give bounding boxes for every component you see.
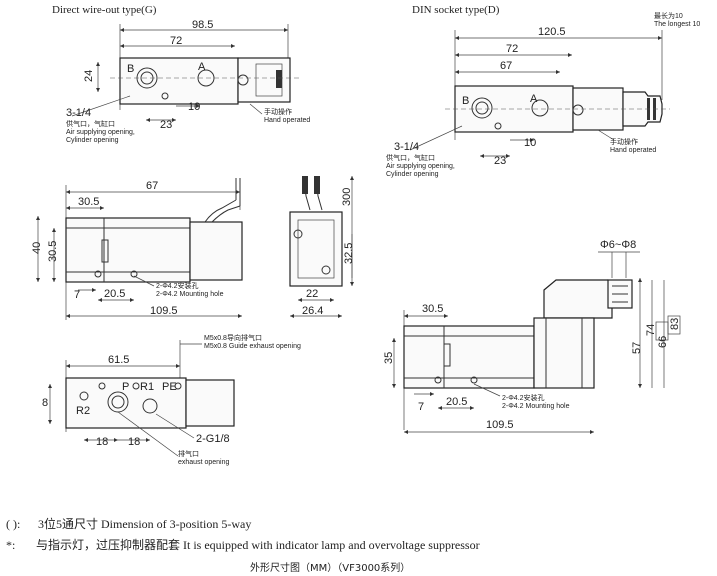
view-direct-wire-top: Direct wire-out type(G) 98.5 72 24 B A 1…	[52, 4, 310, 144]
view-bottom-ports: 61.5 M5x0.8导向排气口 M5x0.8 Guide exhaust op…	[42, 333, 301, 466]
note2: 与指示灯，过压抑制器配套 It is equipped with indicat…	[36, 537, 480, 552]
dim-b18a: 18	[96, 436, 108, 448]
din-supply-cn: 供气口，气缸口	[386, 153, 435, 162]
view-end-g: 300 32.5 22 26.4	[289, 175, 355, 319]
port-g18: 2-G1/8	[196, 433, 230, 445]
dim-s7: 7	[74, 289, 80, 301]
dim-s20-5: 20.5	[104, 288, 125, 300]
longest-cn: 最长为10	[654, 11, 683, 20]
dim-s30-5v: 30.5	[47, 241, 59, 262]
direct-wire-title: Direct wire-out type(G)	[52, 4, 157, 16]
port-b-label: B	[127, 63, 134, 75]
notes: ( ): 3位5通尺寸 Dimension of 3-position 5-wa…	[6, 516, 480, 574]
dim-r57: 57	[631, 342, 643, 354]
dim-r83: 83	[669, 318, 681, 330]
dim-r66: 66	[657, 336, 669, 348]
port-a-label: A	[198, 61, 206, 73]
dim-e300: 300	[341, 188, 353, 206]
exh-cn: 排气口	[178, 449, 199, 458]
dim-67: 67	[500, 60, 512, 72]
dim-23: 23	[160, 119, 172, 131]
dim-d10: 10	[524, 137, 536, 149]
dim-r20-5: 20.5	[446, 396, 467, 408]
dim-r30-5: 30.5	[422, 303, 443, 315]
view-din-side: Φ6~Φ8 30.5 35 57 74 66 83 7	[383, 239, 681, 435]
dim-d72: 72	[506, 43, 518, 55]
note2-prefix: *:	[6, 538, 15, 552]
m5-en: M5x0.8 Guide exhaust opening	[204, 343, 301, 350]
port-r1: R1	[140, 381, 154, 393]
din-port-b: B	[462, 95, 469, 107]
din-hand-cn: 手动操作	[610, 137, 638, 146]
view-din-top: DIN socket type(D) 最长为10 The longest 10 …	[386, 4, 700, 178]
dim-98-5: 98.5	[192, 19, 213, 31]
dim-b18b: 18	[128, 436, 140, 448]
dim-b8: 8	[42, 397, 48, 409]
hole-cn: 2-Φ4.2安装孔	[156, 281, 199, 290]
dim-s67: 67	[146, 180, 158, 192]
dim-s109-5: 109.5	[150, 305, 178, 317]
note1: 3位5通尺寸 Dimension of 3-position 5-way	[38, 516, 251, 531]
dim-s40: 40	[31, 242, 43, 254]
din-hand-en: Hand operated	[610, 147, 656, 154]
exh-en: exhaust opening	[178, 459, 229, 466]
dim-72: 72	[170, 35, 182, 47]
din-port-a: A	[530, 93, 538, 105]
dim-b61-5: 61.5	[108, 354, 129, 366]
port-size-label: 3-1/4	[66, 107, 91, 119]
dim-r74: 74	[645, 324, 657, 336]
port-p: P	[122, 381, 129, 393]
note1-prefix: ( ):	[6, 517, 20, 531]
r-hole-en: 2-Φ4.2 Mounting hole	[502, 403, 570, 410]
dim-s30-5: 30.5	[78, 196, 99, 208]
longest-en: The longest 10	[654, 21, 700, 28]
dim-r109-5: 109.5	[486, 419, 514, 431]
din-port-size: 3-1/4	[394, 141, 419, 153]
port-r2: R2	[76, 405, 90, 417]
supply-en1: Air supplying opening,	[66, 129, 135, 136]
r-hole-cn: 2-Φ4.2安装孔	[502, 393, 545, 402]
dim-r-phi: Φ6~Φ8	[600, 239, 636, 251]
din-supply-en2: Cylinder opening	[386, 171, 439, 178]
port-pe: PE	[162, 381, 177, 393]
view-side-middle: 67 30.5 40 30.5 7 20.5 109.5 2-Φ4.2安装孔 2…	[31, 178, 243, 320]
hand-en: Hand operated	[264, 117, 310, 124]
din-title: DIN socket type(D)	[412, 4, 500, 16]
hand-cn: 手动操作	[264, 107, 292, 116]
dim-10: 10	[188, 101, 200, 113]
supply-en2: Cylinder opening	[66, 137, 119, 144]
dim-r7: 7	[418, 401, 424, 413]
m5-cn: M5x0.8导向排气口	[204, 333, 262, 342]
dim-e22: 22	[306, 288, 318, 300]
caption: 外形尺寸图（MM）（VF3000系列）	[250, 561, 410, 574]
din-supply-en1: Air supplying opening,	[386, 163, 455, 170]
dim-24: 24	[83, 70, 95, 82]
dim-e32-5: 32.5	[343, 243, 355, 264]
dim-e26-4: 26.4	[302, 305, 323, 317]
dim-120-5: 120.5	[538, 26, 566, 38]
dim-d23: 23	[494, 155, 506, 167]
hole-en: 2-Φ4.2 Mounting hole	[156, 291, 224, 298]
dim-r35: 35	[383, 352, 395, 364]
supply-cn: 供气口，气缸口	[66, 119, 115, 128]
